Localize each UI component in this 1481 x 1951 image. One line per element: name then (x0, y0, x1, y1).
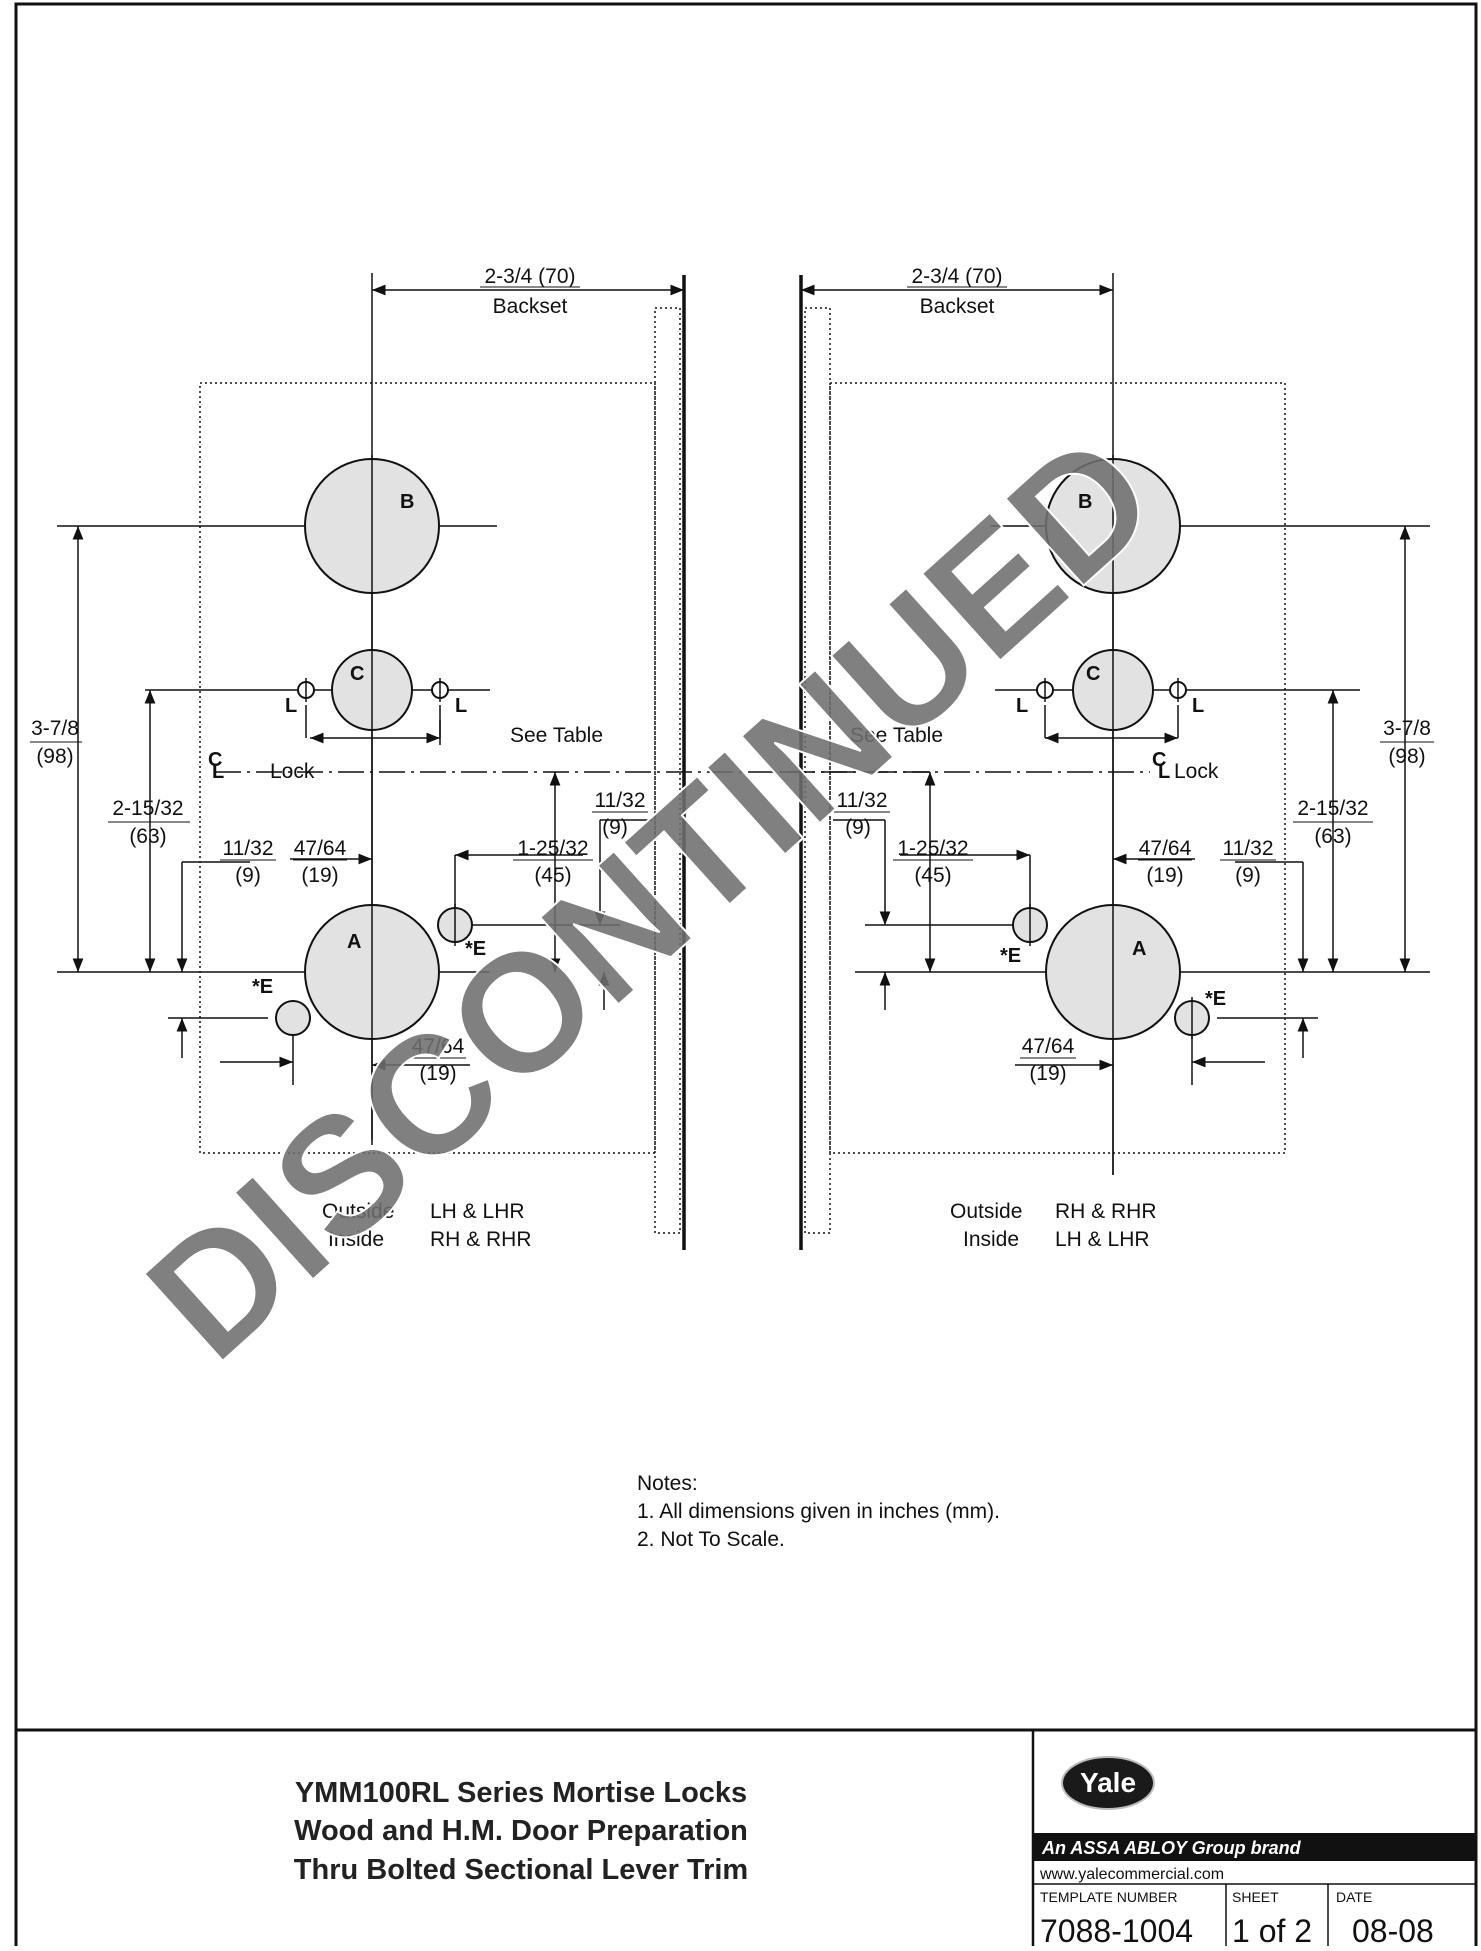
right-centerline-symbol-sub: L (1158, 761, 1170, 783)
template-number-label: TEMPLATE NUMBER (1040, 1889, 1177, 1905)
left-centerline-symbol-sub: L (212, 761, 224, 783)
left-see-table: See Table (510, 724, 603, 747)
svg-text:Yale: Yale (1080, 1767, 1136, 1798)
left-dim-3-7-8: 3-7/8 (31, 717, 79, 740)
right-dim-11-32-a: 11/32 (1223, 837, 1274, 860)
template-number: 7088-1004 (1040, 1913, 1193, 1946)
page-border (14, 2, 1478, 1951)
right-hole-b-label: B (1078, 491, 1092, 513)
left-dim-98: (98) (36, 745, 73, 768)
left-hand-inside-value: RH & RHR (430, 1228, 532, 1251)
yale-logo: Yale (1061, 1756, 1155, 1810)
right-hole-e-upper-label: *E (1000, 945, 1021, 967)
brand-band-text: An ASSA ABLOY Group brand (1041, 1838, 1302, 1858)
right-dim-63: (63) (1314, 825, 1351, 848)
left-dim-9-b: (9) (602, 816, 628, 839)
left-dim-19-b: (19) (419, 1062, 456, 1085)
left-dim-11-32-b: 11/32 (595, 789, 646, 812)
left-dim-45: (45) (534, 864, 571, 887)
right-hole-e-lower-label: *E (1205, 988, 1226, 1010)
right-dim-47-64-b: 47/64 (1022, 1035, 1075, 1058)
right-centerline-label: Lock (1174, 760, 1219, 783)
left-hand-inside: Inside (328, 1228, 384, 1251)
right-backset-dim: 2-3/4 (70) (911, 265, 1002, 288)
left-dim-9-a: (9) (235, 864, 261, 887)
right-dim-1-25-32: 1-25/32 (897, 837, 968, 860)
discontinued-watermark: DISCONTINUED (112, 398, 1190, 1396)
right-dim-9-a: (9) (1235, 864, 1261, 887)
right-see-table: See Table (850, 724, 943, 747)
right-hole-c-label: C (1086, 663, 1100, 685)
title-line-3: Thru Bolted Sectional Lever Trim (294, 1854, 748, 1886)
title-line-2: Wood and H.M. Door Preparation (294, 1815, 748, 1847)
left-view (57, 273, 930, 1250)
right-hand-inside-value: LH & LHR (1055, 1228, 1150, 1251)
left-hole-l-left-label: L (285, 695, 297, 717)
sheet-label: SHEET (1232, 1889, 1279, 1905)
right-hole-l-right-label: L (1192, 695, 1204, 717)
right-dim-19-a: (19) (1146, 864, 1183, 887)
left-hand-outside: Outside (322, 1200, 394, 1223)
left-dim-1-25-32: 1-25/32 (517, 837, 588, 860)
left-hand-outside-value: LH & LHR (430, 1200, 525, 1223)
right-hole-a-label: A (1132, 938, 1146, 960)
left-hole-e-upper-label: *E (465, 938, 486, 960)
right-hand-inside: Inside (963, 1228, 1019, 1251)
left-backset-label: Backset (493, 295, 568, 318)
note-item: 2. Not To Scale. (637, 1528, 785, 1551)
right-backset-label: Backset (920, 295, 995, 318)
brand-band (1033, 1833, 1476, 1860)
left-hole-b-label: B (400, 491, 414, 513)
date-label: DATE (1336, 1889, 1372, 1905)
left-centerline-symbol: C (208, 749, 222, 771)
left-dim-47-64-a: 47/64 (294, 837, 347, 860)
right-dim-45: (45) (914, 864, 951, 887)
left-dim-19-a: (19) (301, 864, 338, 887)
right-hand-outside: Outside (950, 1200, 1022, 1223)
date-value: 08-08 (1352, 1913, 1434, 1946)
right-dim-19-b: (19) (1029, 1062, 1066, 1085)
title-line-1: YMM100RL Series Mortise Locks (295, 1777, 747, 1809)
note-item: 1. All dimensions given in inches (mm). (637, 1500, 1000, 1523)
right-hand-outside-value: RH & RHR (1055, 1200, 1157, 1223)
left-hole-c-label: C (350, 663, 364, 685)
right-dim-47-64-a: 47/64 (1139, 837, 1192, 860)
right-dim-2-15-32: 2-15/32 (1297, 797, 1368, 820)
left-dim-63: (63) (129, 825, 166, 848)
left-centerline-label: Lock (270, 760, 315, 783)
right-centerline-symbol: C (1152, 749, 1166, 771)
right-dim-3-7-8: 3-7/8 (1383, 717, 1431, 740)
notes-heading: Notes: (637, 1472, 698, 1495)
right-hole-l-left-label: L (1016, 695, 1028, 717)
right-dim-11-32-b: 11/32 (837, 789, 888, 812)
left-backset-dim: 2-3/4 (70) (484, 265, 575, 288)
left-hole-e-lower-label: *E (252, 976, 273, 998)
left-dim-2-15-32: 2-15/32 (112, 797, 183, 820)
left-hole-a-label: A (347, 931, 361, 953)
right-dim-98: (98) (1388, 745, 1425, 768)
left-dim-11-32-a: 11/32 (223, 837, 274, 860)
left-hole-e-lower (275, 1000, 311, 1036)
left-dim-47-64-b: 47/64 (412, 1035, 465, 1058)
sheet-value: 1 of 2 (1232, 1913, 1312, 1946)
website: www.yalecommercial.com (1039, 1866, 1224, 1883)
left-hole-l-right-label: L (455, 695, 467, 717)
right-dim-9-b: (9) (845, 816, 871, 839)
